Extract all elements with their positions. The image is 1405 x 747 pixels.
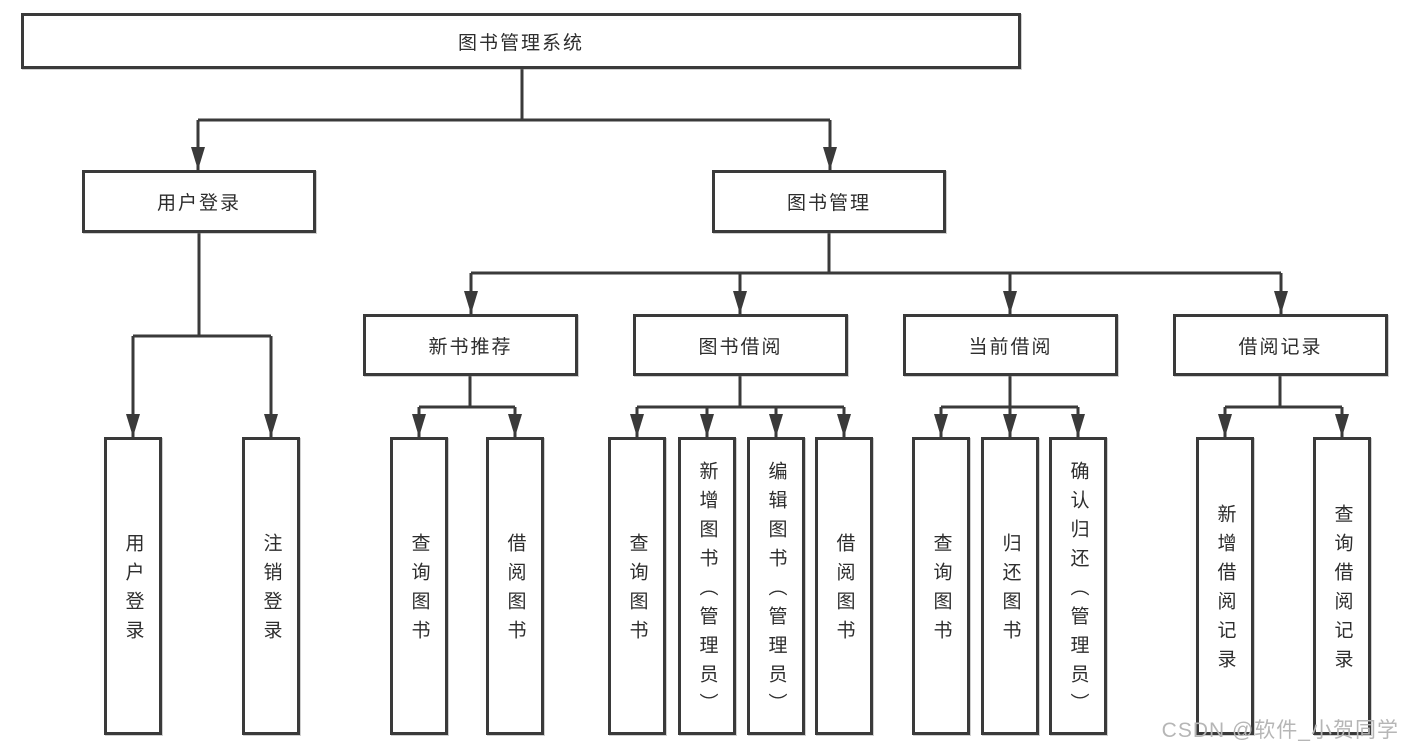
leaf-confirm-return-admin: 确认归还（管理员） xyxy=(1049,437,1107,735)
leaf-label: 查询图书 xyxy=(408,533,430,649)
node-label: 用户登录 xyxy=(156,193,241,214)
leaf-borrow-books-borrowing: 借阅图书 xyxy=(815,437,873,735)
node-book-management-branch: 图书管理 xyxy=(712,170,946,233)
node-label: 图书借阅 xyxy=(698,336,783,358)
csdn-watermark: CSDN @软件_小贺同学 xyxy=(1161,719,1399,742)
leaf-label: 查询借阅记录 xyxy=(1331,504,1353,678)
node-label: 新书推荐 xyxy=(428,336,513,358)
leaf-borrow-books-recommendation: 借阅图书 xyxy=(486,437,544,735)
node-label: 图书管理 xyxy=(786,193,871,214)
leaf-query-books-current: 查询图书 xyxy=(912,437,970,735)
node-book-borrowing: 图书借阅 xyxy=(633,314,848,376)
leaf-return-books: 归还图书 xyxy=(981,437,1039,735)
leaf-query-books-borrowing: 查询图书 xyxy=(608,437,666,735)
leaf-label: 编辑图书（管理员） xyxy=(765,460,787,722)
leaf-label: 查询图书 xyxy=(930,533,952,649)
node-label: 图书管理系统 xyxy=(457,32,584,54)
leaf-query-borrow-record: 查询借阅记录 xyxy=(1313,437,1371,735)
leaf-add-borrow-record: 新增借阅记录 xyxy=(1196,437,1254,735)
node-user-login-branch: 用户登录 xyxy=(82,170,316,233)
node-borrowing-records: 借阅记录 xyxy=(1173,314,1388,376)
node-label: 当前借阅 xyxy=(968,336,1053,358)
leaf-label: 借阅图书 xyxy=(833,533,855,649)
leaf-logout: 注销登录 xyxy=(242,437,300,735)
leaf-query-books-recommendation: 查询图书 xyxy=(390,437,448,735)
leaf-label: 借阅图书 xyxy=(504,533,526,649)
leaf-label: 归还图书 xyxy=(999,533,1021,649)
leaf-label: 查询图书 xyxy=(626,533,648,649)
leaf-user-login: 用户登录 xyxy=(104,437,162,735)
leaf-edit-books-admin: 编辑图书（管理员） xyxy=(747,437,805,735)
leaf-label: 新增借阅记录 xyxy=(1214,504,1236,678)
node-label: 借阅记录 xyxy=(1238,336,1323,358)
leaf-label: 注销登录 xyxy=(260,533,282,649)
node-library-management-system: 图书管理系统 xyxy=(21,13,1021,69)
node-new-book-recommendation: 新书推荐 xyxy=(363,314,578,376)
leaf-label: 确认归还（管理员） xyxy=(1067,460,1089,722)
leaf-label: 新增图书（管理员） xyxy=(696,460,718,722)
leaf-label: 用户登录 xyxy=(122,533,144,649)
node-current-borrowing: 当前借阅 xyxy=(903,314,1118,376)
leaf-add-books-admin: 新增图书（管理员） xyxy=(678,437,736,735)
